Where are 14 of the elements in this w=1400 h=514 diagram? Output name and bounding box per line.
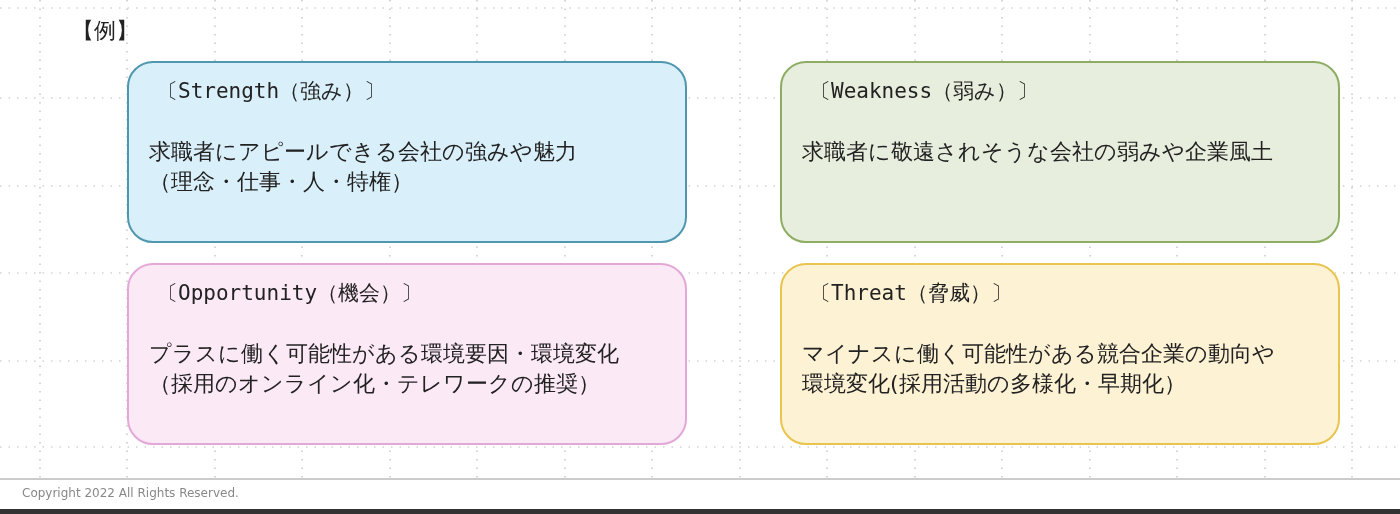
rounded-box: [127, 263, 687, 445]
box-heading: 〔Opportunity（機会）〕: [157, 280, 423, 307]
rounded-box: [780, 263, 1340, 445]
rounded-box: [127, 61, 687, 243]
box-description: 求職者に敬遠されそうな会社の弱みや企業風土: [802, 138, 1274, 166]
section-heading: 【例】: [72, 17, 138, 45]
box-heading: 〔Strength（強み）〕: [157, 78, 386, 105]
box-description: プラスに働く可能性がある環境要因・環境変化（採用のオンライン化・テレワークの推奨）: [149, 340, 620, 398]
rounded-box: [780, 61, 1340, 243]
box-heading: 〔Threat（脅威）〕: [810, 280, 1012, 307]
copyright-notice: Copyright 2022 All Rights Reserved.: [22, 486, 239, 500]
box-description: 求職者にアピールできる会社の強みや魅力（理念・仕事・人・特権）: [149, 138, 578, 196]
box-heading: 〔Weakness（弱み）〕: [810, 78, 1039, 105]
box-description: マイナスに働く可能性がある競合企業の動向や環境変化(採用活動の多様化・早期化）: [802, 340, 1275, 398]
